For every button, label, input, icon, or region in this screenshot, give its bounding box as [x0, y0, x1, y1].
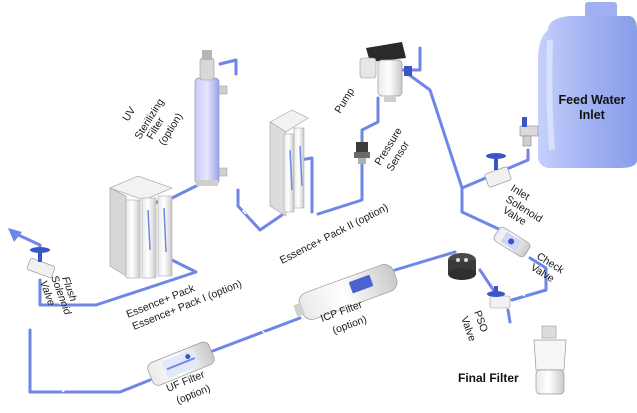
- pipe-uv-top: [218, 58, 238, 76]
- feed-water-bottle: Feed Water Inlet: [538, 2, 637, 168]
- bottle-cap: [585, 2, 617, 20]
- flow-arrow: [114, 303, 119, 311]
- pipe-uf-to-icp: [208, 316, 302, 354]
- feed-water-label-1: Feed Water: [559, 93, 626, 107]
- icp-filter: [293, 264, 398, 320]
- flow-arrow: [520, 291, 526, 297]
- pipe-pso-to-final: [506, 308, 512, 324]
- valve-handle-icon: [38, 248, 42, 262]
- pump-label: Pump: [332, 86, 357, 116]
- bottle-body: [538, 16, 637, 168]
- flow-arrow: [261, 330, 267, 336]
- outlet-arrow-icon: [8, 228, 22, 242]
- pipe-pump-to-sensor: [360, 96, 380, 152]
- uv-label-1: UV: [120, 105, 138, 124]
- uv-sterilizing-filter: [194, 50, 228, 186]
- pipe-sensor-down: [316, 160, 364, 216]
- pipe-pack2-to-uv: [236, 188, 284, 232]
- pipe-network: [10, 46, 548, 394]
- flow-arrow: [419, 253, 425, 259]
- check-valve: [493, 226, 531, 258]
- flow-arrow: [61, 387, 67, 393]
- essence-pack-i: [109, 175, 173, 279]
- flow-arrows: [57, 169, 526, 393]
- essence-pack-ii-label: Essence+ Pack II (option): [278, 202, 390, 267]
- pipe-icp-to-pso: [393, 250, 457, 272]
- pipe-check-to-pso: [510, 256, 548, 302]
- uf-filter: [147, 341, 215, 386]
- pump: [359, 42, 412, 102]
- flush-solenoid-valve: [26, 247, 56, 278]
- valve-handle-icon: [494, 155, 498, 170]
- valve-handle-icon: [494, 286, 498, 294]
- pipe-pack1-to-flush: [38, 258, 198, 307]
- feed-tap: [519, 117, 539, 147]
- feed-water-label-2: Inlet: [579, 108, 606, 122]
- pressure-sensor: [354, 142, 370, 164]
- flow-arrow: [57, 300, 63, 306]
- final-filter: [533, 325, 567, 395]
- essence-pack-ii: [269, 109, 309, 217]
- pipe-bottom-left: [28, 328, 152, 394]
- final-filter-label: Final Filter: [458, 371, 519, 385]
- pipe-inlet-to-check: [460, 203, 507, 234]
- flow-arrow: [242, 207, 247, 215]
- pso-valve: [487, 286, 511, 309]
- inlet-solenoid-valve: [484, 153, 512, 188]
- pso-switch: [448, 253, 476, 280]
- flow-arrow: [395, 169, 400, 177]
- pipe-pump-to-main: [406, 72, 464, 190]
